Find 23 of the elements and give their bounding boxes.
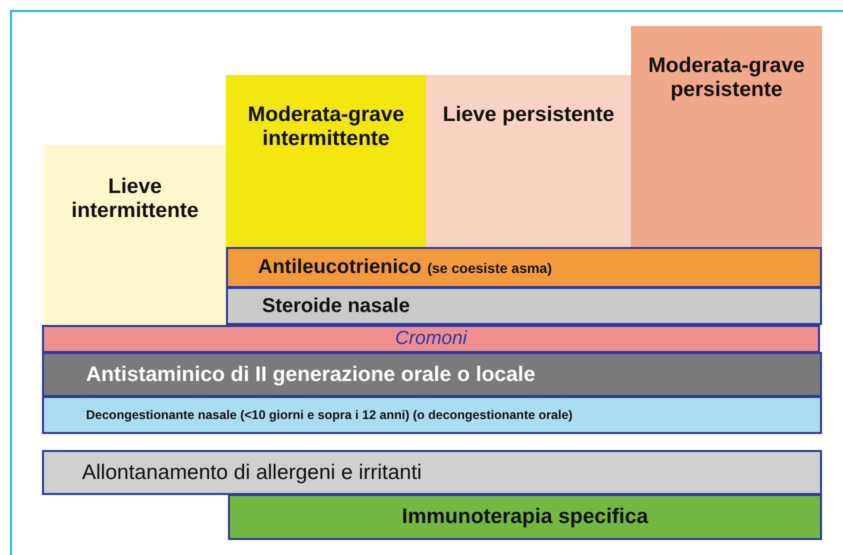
bar-label: Antileucotrienico: [258, 256, 422, 279]
column-heading: Moderata-grave intermittente: [246, 103, 406, 152]
bar-label: Allontanamento di allergeni e irritanti: [82, 460, 422, 484]
therapy-bar: [226, 287, 822, 325]
column-heading: Lieve intermittente: [70, 175, 200, 224]
severity-column: [631, 26, 822, 250]
severity-column: [226, 75, 426, 250]
bar-label: Decongestionante nasale (<10 giorni e sopra i 12 anni) (o decongestionante orale): [86, 408, 573, 422]
column-heading: Lieve persistente: [442, 103, 616, 128]
therapy-bar: [226, 247, 822, 288]
bar-label: Antistaminico di II generazione orale o locale: [86, 362, 536, 386]
severity-column: [44, 145, 226, 325]
therapy-bar: [228, 494, 822, 540]
bar-label: Cromoni: [395, 328, 467, 350]
bar-label: (se coesiste asma): [427, 260, 552, 276]
therapy-bar: [42, 396, 822, 434]
column-heading: Moderata-grave persistente: [647, 54, 806, 102]
therapy-bar: [42, 325, 820, 353]
therapy-bar: [42, 450, 822, 495]
bar-label: Immunoterapia specifica: [402, 505, 648, 529]
therapy-bar: [42, 352, 822, 397]
bar-label: Steroide nasale: [262, 294, 410, 318]
severity-column: [426, 75, 631, 250]
